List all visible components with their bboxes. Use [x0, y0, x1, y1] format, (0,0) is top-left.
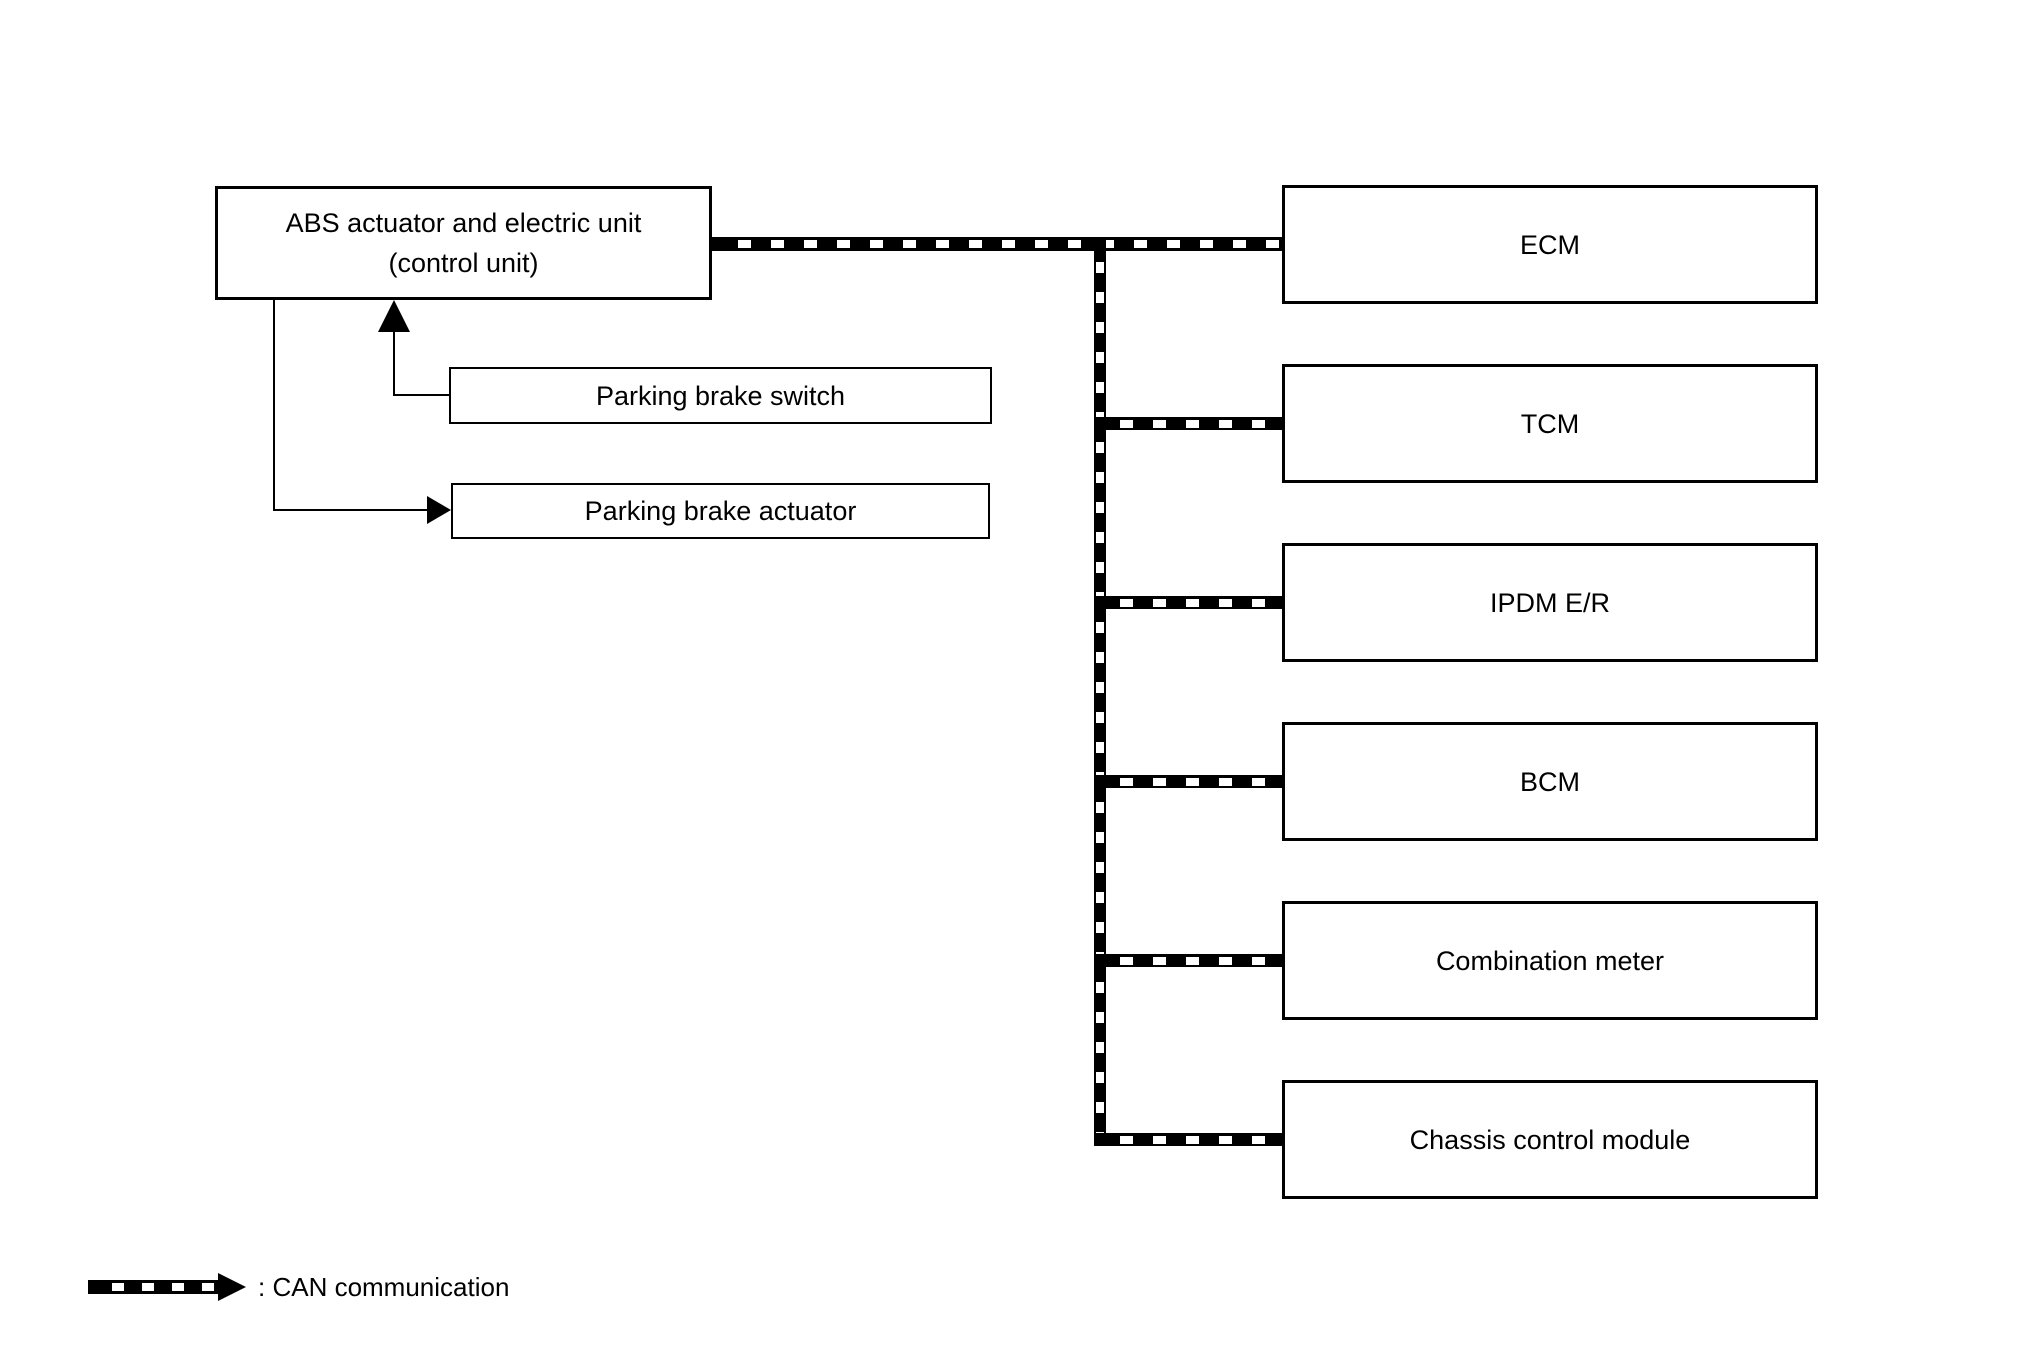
can-line-sample-icon [88, 1280, 218, 1294]
chassis-control-module-label: Chassis control module [1409, 1124, 1691, 1155]
ipdm-er-label: IPDM E/R [1489, 587, 1610, 618]
node-chassis-control-module: Chassis control module [1282, 1080, 1818, 1199]
can-bus-trunk-line [1094, 237, 1106, 1146]
combination-meter-label: Combination meter [1435, 945, 1665, 976]
wire-abs-to-actuator-horizontal [273, 509, 429, 511]
legend-label: : CAN communication [258, 1271, 510, 1302]
node-combination-meter: Combination meter [1282, 901, 1818, 1020]
can-branch-ipdm-er [1094, 596, 1282, 609]
node-ipdm-er: IPDM E/R [1282, 543, 1818, 662]
legend: : CAN communication [88, 1266, 509, 1308]
node-parking-brake-actuator: Parking brake actuator [451, 483, 990, 539]
wire-switch-to-abs-horizontal [393, 394, 449, 396]
can-branch-bcm [1094, 775, 1282, 788]
node-parking-brake-switch: Parking brake switch [449, 367, 992, 424]
can-branch-chassis-control-module [1094, 1133, 1282, 1146]
can-bus-main-line [712, 237, 1282, 251]
node-tcm: TCM [1282, 364, 1818, 483]
can-branch-tcm [1094, 417, 1282, 430]
can-branch-combination-meter [1094, 954, 1282, 967]
abs-label-line2: (control unit) [388, 248, 539, 278]
node-abs-actuator-control-unit: ABS actuator and electric unit (control … [215, 186, 712, 300]
node-ecm: ECM [1282, 185, 1818, 304]
arrow-up-icon [378, 300, 410, 332]
wire-abs-to-actuator-vertical [273, 300, 275, 510]
bcm-label: BCM [1520, 766, 1580, 797]
node-bcm: BCM [1282, 722, 1818, 841]
parking-brake-switch-label: Parking brake switch [595, 380, 846, 411]
parking-brake-actuator-label: Parking brake actuator [584, 496, 857, 526]
can-arrow-icon [218, 1273, 246, 1301]
tcm-label: TCM [1520, 408, 1580, 439]
wire-switch-to-abs-vertical [393, 326, 395, 396]
abs-label-line1: ABS actuator and electric unit [285, 208, 642, 238]
arrow-right-icon [427, 496, 451, 524]
ecm-label: ECM [1520, 229, 1580, 260]
